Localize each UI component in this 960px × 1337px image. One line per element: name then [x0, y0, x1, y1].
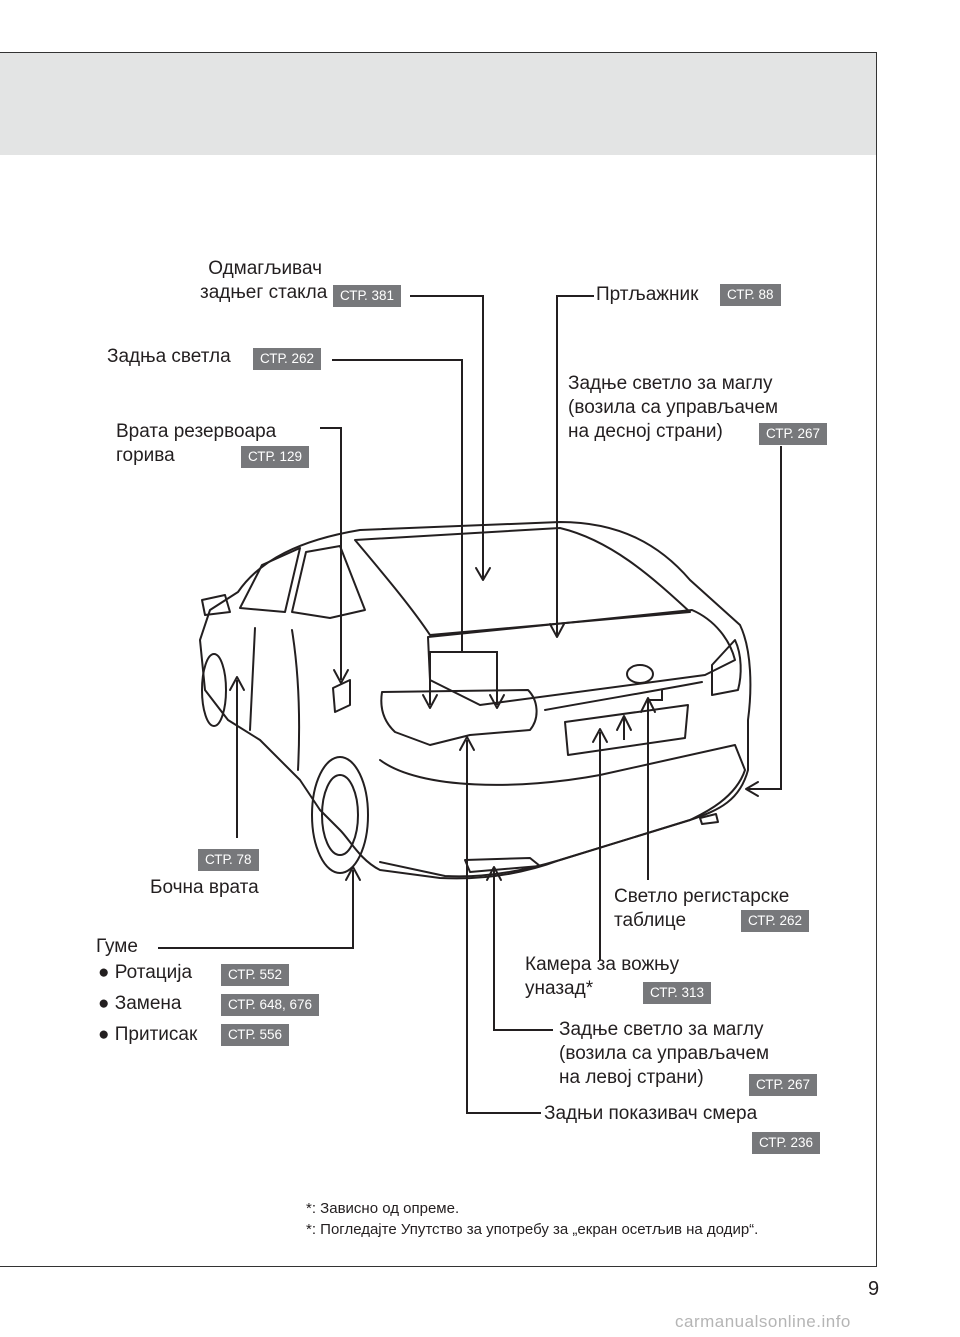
- arrowhead: [345, 866, 361, 881]
- callout-rear-defogger: [410, 295, 484, 578]
- label-tire-replace: ● Замена: [98, 993, 182, 1014]
- car-roof-outline: [199, 521, 752, 880]
- logo: [626, 664, 654, 684]
- label-side-doors: Бочна врата: [150, 877, 259, 898]
- tail-light-left: [380, 689, 538, 746]
- ref-rear-fog-right[interactable]: СТР. 267: [759, 423, 828, 445]
- ref-tire-pressure[interactable]: СТР. 556: [221, 1024, 290, 1046]
- ref-plate-light[interactable]: СТР. 262: [741, 910, 810, 932]
- callout-fuel-door: [320, 427, 342, 680]
- ref-tire-rotation[interactable]: СТР. 552: [221, 964, 290, 986]
- label-rear-fog-left: Задње светло за маглу (возила са управља…: [559, 1019, 770, 1088]
- footnote-equipment: *: Зависно од опреме.: [306, 1200, 460, 1217]
- side-mirror: [201, 594, 231, 616]
- label-rear-fog-right: Задње светло за маглу (возила са управља…: [568, 373, 779, 442]
- rear-wheel: [311, 756, 369, 874]
- label-tires: Гуме: [96, 936, 138, 957]
- arrowhead: [640, 697, 656, 713]
- footnote-touchscreen: *: Погледајте Упутство за употребу за „е…: [306, 1221, 759, 1238]
- ref-trunk[interactable]: СТР. 88: [720, 284, 781, 306]
- arrowhead: [459, 736, 475, 751]
- label-plate-light: Светло регистарске таблице: [614, 886, 790, 931]
- side-window-front: [239, 547, 301, 613]
- callout-trunk: [556, 295, 594, 635]
- arrowhead: [486, 866, 502, 881]
- arrowhead: [489, 694, 505, 709]
- ref-side-doors[interactable]: СТР. 78: [198, 849, 259, 871]
- tail-light-right: [711, 639, 742, 696]
- arrowhead: [229, 676, 245, 691]
- page-number: 9: [868, 1278, 880, 1300]
- ref-rear-fog-left[interactable]: СТР. 267: [749, 1074, 818, 1096]
- arrowhead: [745, 781, 759, 797]
- rear-bumper: [379, 744, 746, 878]
- ref-fuel-door[interactable]: СТР. 129: [241, 446, 310, 468]
- label-camera: Камера за вожњу уназад*: [525, 954, 680, 999]
- page-frame: [0, 52, 877, 1267]
- label-trunk: Пртљажник: [596, 284, 699, 305]
- arrowhead: [616, 715, 632, 731]
- trunk-lid: [427, 609, 736, 706]
- fuel-door-shape: [332, 679, 351, 713]
- chrome-strip: [544, 681, 703, 711]
- arrowhead: [592, 728, 608, 743]
- label-rear-defogger: Одмагљивач задњег стакла: [200, 258, 328, 303]
- license-plate: [564, 704, 689, 756]
- ref-camera[interactable]: СТР. 313: [643, 982, 712, 1004]
- ref-turn-signal[interactable]: СТР. 236: [752, 1132, 821, 1154]
- arrowhead: [475, 567, 491, 581]
- ref-tire-replace[interactable]: СТР. 648, 676: [221, 994, 320, 1016]
- arrowhead: [549, 623, 565, 638]
- arrowhead: [422, 694, 438, 709]
- label-tire-pressure: ● Притисак: [98, 1024, 198, 1045]
- rear-windshield: [354, 527, 691, 636]
- ref-rear-defogger[interactable]: СТР. 381: [333, 285, 402, 307]
- front-wheel: [201, 653, 227, 727]
- watermark: carmanualsonline.info: [675, 1312, 851, 1331]
- bumper-reflector: [464, 857, 541, 873]
- label-turn-signal: Задњи показивач смера: [544, 1103, 758, 1124]
- callout-tires: [158, 870, 354, 949]
- arrowhead: [333, 669, 349, 684]
- callout-turn-signal: [466, 740, 541, 1114]
- label-tail-lights: Задња светла: [107, 346, 231, 367]
- ref-tail-lights[interactable]: СТР. 262: [253, 348, 322, 370]
- label-fuel-door: Врата резервоара горива: [116, 421, 277, 466]
- side-window-rear: [291, 545, 366, 619]
- header-band: [0, 53, 876, 155]
- callout-rear-fog-left: [493, 870, 553, 1031]
- label-tire-rotation: ● Ротација: [98, 962, 193, 983]
- callout-rear-fog-right: [748, 446, 782, 790]
